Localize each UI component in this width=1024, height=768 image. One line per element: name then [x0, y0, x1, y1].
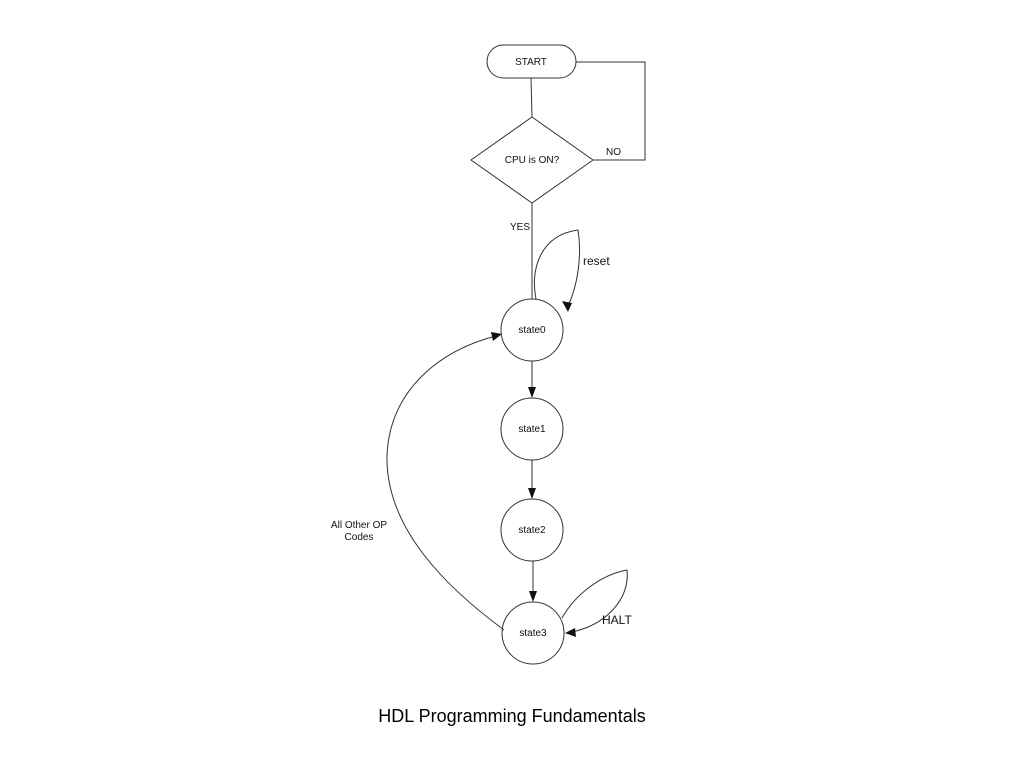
state3-arrowhead [529, 591, 537, 602]
reset-label: reset [583, 254, 610, 268]
decision-label: CPU is ON? [505, 155, 560, 166]
slide-caption: HDL Programming Fundamentals [378, 706, 646, 726]
state0-label: state0 [518, 325, 546, 336]
state1-arrowhead [528, 387, 536, 398]
state2-node [500, 498, 564, 562]
no-loop-connector [576, 61, 646, 161]
halt-label: HALT [602, 613, 632, 627]
other-opcodes-label-line2: Codes [345, 532, 374, 543]
state2-arrowhead [528, 488, 536, 499]
reset-loop-connector [533, 229, 581, 307]
start-to-decision-connector [530, 77, 533, 118]
other-opcodes-label-line1: All Other OP [331, 520, 387, 531]
state2-label: state2 [518, 525, 546, 536]
halt-loop-connector [561, 569, 628, 633]
yes-label: YES [510, 222, 530, 233]
state1-label: state1 [518, 424, 546, 435]
other-opcodes-arrowhead [491, 332, 502, 341]
state3-node [501, 601, 565, 665]
state3-label: state3 [519, 628, 547, 639]
halt-arrowhead [565, 628, 576, 637]
start-label: START [515, 57, 547, 68]
no-label: NO [606, 147, 621, 158]
other-opcodes-connector [386, 335, 505, 631]
reset-arrowhead [562, 301, 572, 312]
